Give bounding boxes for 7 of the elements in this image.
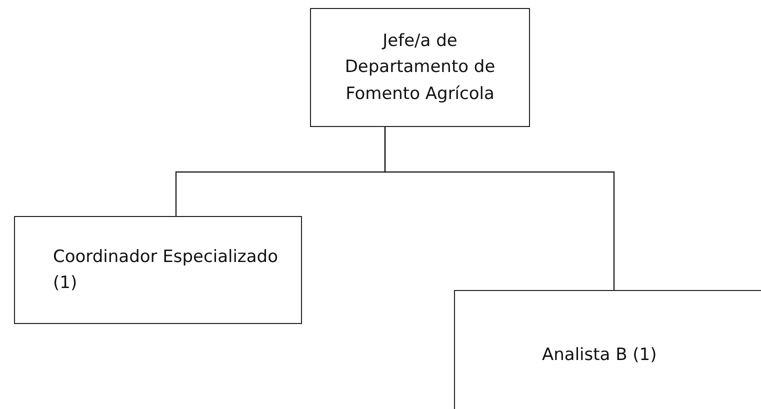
position-title: Coordinador Especializado (1) [53,246,279,295]
position-title: Analista B (1) [542,344,657,367]
position-title: Jefe/a de Departamento de Fomento Agrícola [344,30,496,106]
org-box [454,290,761,409]
connector-line [384,127,615,290]
org-box [14,216,302,324]
org-box [310,8,530,127]
